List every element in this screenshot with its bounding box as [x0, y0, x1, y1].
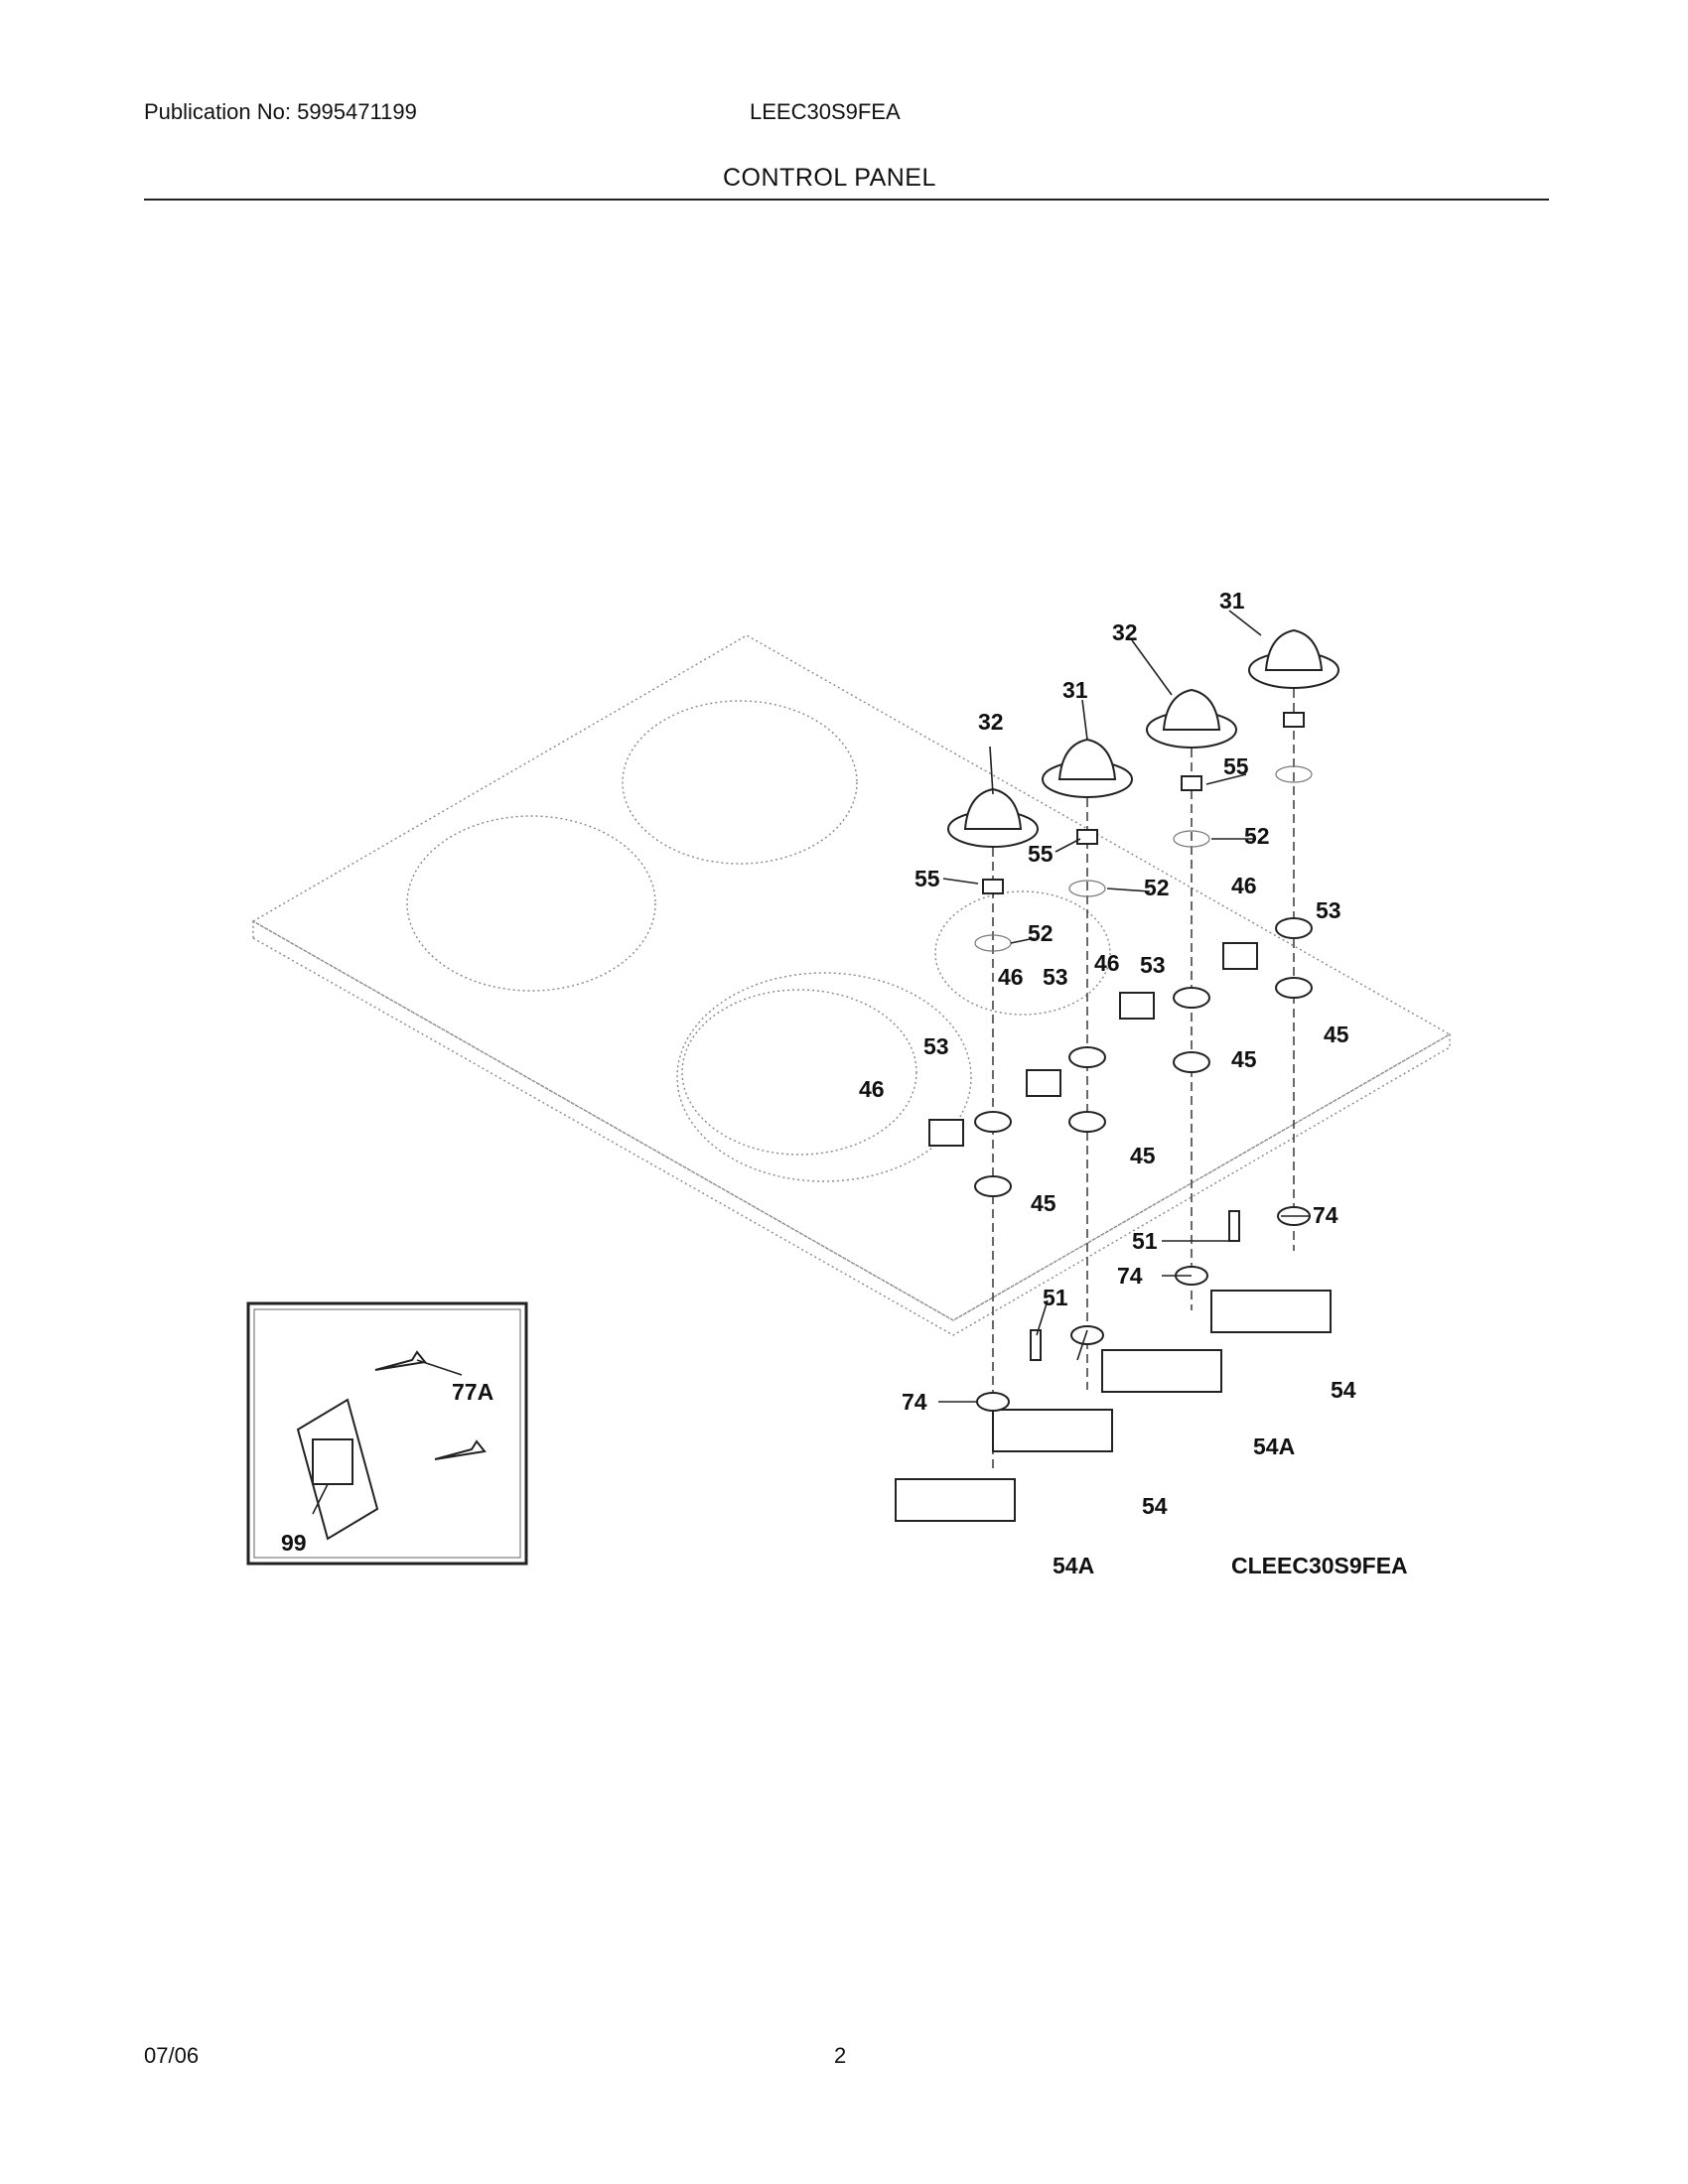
callout-54A: 54A: [1253, 1433, 1295, 1459]
infinite-switches: [895, 1206, 1332, 1522]
page-number: 2: [834, 2043, 847, 2068]
callout-46: 46: [1094, 950, 1120, 976]
callout-45: 45: [1031, 1190, 1056, 1216]
front-burner-outer: [676, 972, 972, 1182]
header-rule: [144, 199, 1549, 201]
inset-detail: [246, 1301, 528, 1566]
callout-45: 45: [1130, 1143, 1156, 1168]
leader-lines: [312, 610, 1311, 1515]
callout-31: 31: [1219, 588, 1245, 614]
callout-45: 45: [1231, 1046, 1257, 1072]
callout-99: 99: [281, 1530, 307, 1556]
knob-column-3: [1026, 688, 1237, 1310]
callout-55: 55: [1028, 841, 1054, 867]
callout-51: 51: [1132, 1228, 1158, 1254]
model-number: LEEC30S9FEA: [750, 99, 901, 124]
diagram-code: CLEEC30S9FEA: [1231, 1553, 1408, 1578]
footer-date: 07/06: [144, 2043, 200, 2068]
callout-52: 52: [1244, 823, 1270, 849]
callout-54A: 54A: [1053, 1553, 1094, 1578]
callout-77A: 77A: [452, 1379, 493, 1405]
callout-46: 46: [859, 1076, 885, 1102]
callout-55: 55: [1223, 753, 1249, 779]
callout-53: 53: [1043, 964, 1068, 990]
callout-53: 53: [1316, 897, 1341, 923]
rear-burner: [406, 815, 656, 992]
callout-51: 51: [1043, 1285, 1068, 1310]
callouts: 31 32 31 32 55 52 55 55 52 46 53 52 46 5…: [281, 588, 1408, 1578]
callout-52: 52: [1028, 920, 1054, 946]
callout-53: 53: [1140, 952, 1166, 978]
warming-zone: [934, 890, 1111, 1016]
callout-54: 54: [1142, 1493, 1168, 1519]
callout-32: 32: [1112, 619, 1138, 645]
callout-74: 74: [1313, 1202, 1338, 1228]
publication-number: Publication No: 5995471199: [144, 99, 417, 124]
callout-55: 55: [914, 866, 940, 891]
cooktop-glass: [251, 634, 1452, 1336]
knob-column-2: [1042, 738, 1155, 1390]
callout-54: 54: [1331, 1377, 1356, 1403]
front-burner-inner: [681, 989, 917, 1156]
callout-52: 52: [1144, 875, 1170, 900]
callout-31: 31: [1062, 677, 1088, 703]
callout-53: 53: [923, 1033, 949, 1059]
callout-32: 32: [978, 709, 1004, 735]
rear-left-burner: [622, 700, 858, 865]
section-title: CONTROL PANEL: [723, 164, 936, 192]
callout-46: 46: [1231, 873, 1257, 898]
knob-column-4: [1222, 628, 1339, 1251]
callout-74: 74: [1117, 1263, 1143, 1289]
callout-45: 45: [1324, 1022, 1349, 1047]
knob-column-1: [928, 787, 1039, 1469]
callout-74: 74: [902, 1389, 927, 1415]
callout-46: 46: [998, 964, 1024, 990]
